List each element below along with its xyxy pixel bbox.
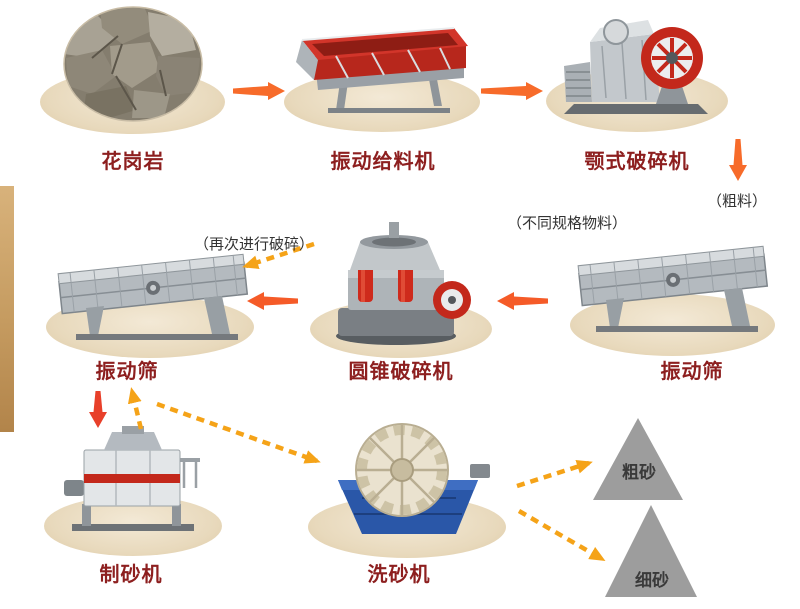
label-coarse-sand: 粗砂: [622, 463, 656, 482]
sand-washer-image: [322, 418, 494, 546]
sand-washer-icon: [338, 423, 490, 534]
label-vibrating-feeder: 振动给料机: [330, 151, 436, 173]
granite-rocks-icon: [63, 6, 203, 122]
arrow-screen-right-to-cone: [497, 292, 548, 310]
label-cone-crusher: 圆锥破碎机: [348, 361, 454, 383]
label-vibrating-screen-right: 振动筛: [660, 361, 724, 383]
jaw-crusher-image: [556, 8, 714, 118]
vibrating-screen-right-image: [572, 234, 774, 342]
label-sand-maker: 制砂机: [99, 564, 163, 586]
annotation-coarse-material: （粗料）: [706, 193, 768, 210]
granite-image: [62, 6, 204, 124]
arrow-jaw-to-screen-right: [729, 139, 747, 181]
arrow-granite-to-feeder: [233, 82, 285, 100]
sand-maker-image: [56, 424, 208, 546]
label-granite: 花岗岩: [101, 151, 165, 173]
arrow-screen-left-to-sand-maker: [89, 391, 107, 428]
arrow-cone-to-screen-left: [247, 292, 298, 310]
annotation-different-specs: （不同规格物料）: [506, 215, 628, 232]
annotation-recrush: （再次进行破碎）: [193, 236, 315, 253]
jaw-crusher-icon: [564, 19, 708, 114]
label-vibrating-screen-left: 振动筛: [95, 361, 159, 383]
cone-crusher-icon: [336, 222, 471, 345]
sand-maker-icon: [64, 426, 200, 531]
label-jaw-crusher: 颚式破碎机: [584, 151, 690, 173]
vibrating-feeder-icon: [296, 27, 468, 113]
cone-crusher-image: [326, 220, 474, 348]
dashed-arrow-washer-to-fine-sand: [517, 509, 606, 562]
vibrating-feeder-image: [288, 22, 476, 118]
page-edge-decoration: [0, 186, 14, 432]
coarse-sand-triangle: [593, 418, 683, 500]
vibrating-screen-icon: [577, 245, 769, 332]
arrow-feeder-to-jaw: [481, 82, 543, 100]
label-fine-sand: 细砂: [635, 571, 669, 590]
label-sand-washer: 洗砂机: [367, 564, 431, 586]
dashed-arrow-washer-to-coarse-sand: [516, 459, 593, 489]
fine-sand-triangle: [605, 505, 697, 597]
vibrating-screen-left-image: [52, 242, 254, 350]
vibrating-screen-icon: [57, 253, 249, 340]
